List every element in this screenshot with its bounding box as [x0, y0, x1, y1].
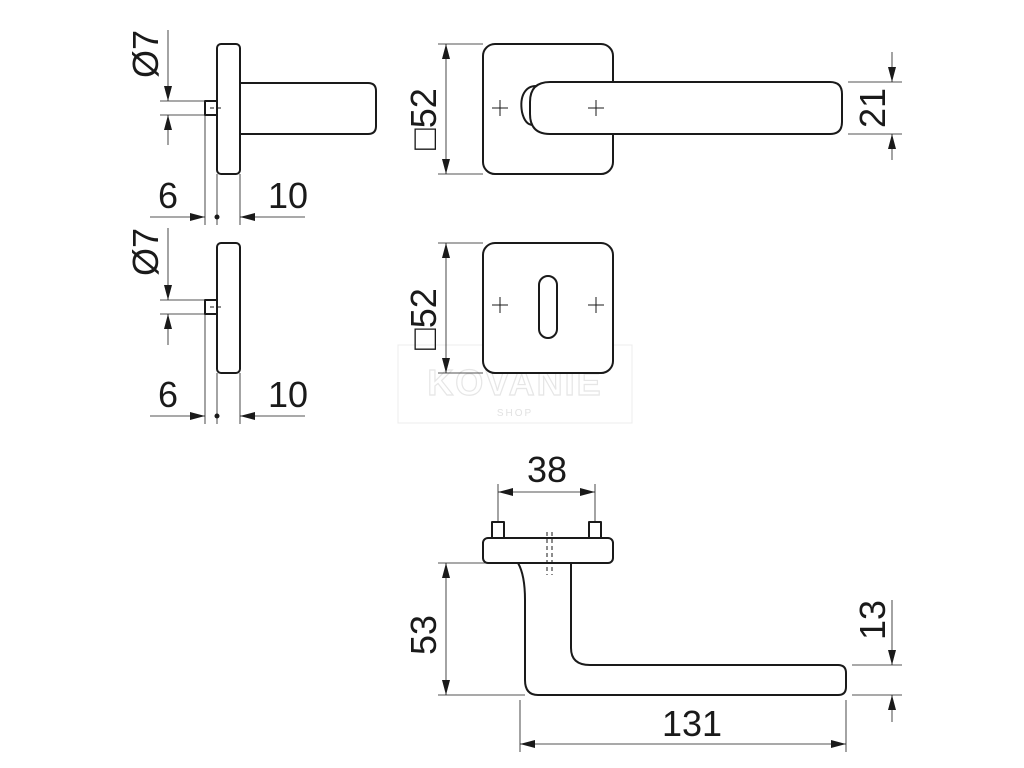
front-view-keyhole: □52 [403, 242, 614, 374]
side-view-handle: Ø7 6 10 [125, 30, 377, 225]
arrow-h21-bottom [888, 134, 896, 149]
arrow-sq52-top [442, 44, 450, 59]
bottom-rose-base [482, 537, 614, 564]
dim-dot-top [214, 214, 220, 220]
watermark-sub: SHOP [497, 408, 533, 419]
side-view-keyhole: Ø7 6 10 [125, 228, 308, 424]
dim-spacing: 38 [527, 449, 567, 490]
arrow-dia2-top [164, 285, 172, 300]
arrow-dia-top [164, 86, 172, 101]
dim-depth: 53 [403, 615, 444, 655]
arrow-6-bottom [190, 412, 205, 420]
bottom-pin-right [588, 521, 602, 539]
dim-10-top: 10 [268, 175, 308, 216]
bottom-pin-left [491, 521, 505, 539]
arrow-dia-bottom [164, 115, 172, 130]
bottom-view-lever: 38 53 13 131 [403, 449, 902, 752]
arrow-38-right [580, 488, 595, 496]
bottom-lever-body [517, 562, 847, 696]
dim-dot-bottom [214, 413, 220, 419]
front-screw-right [588, 100, 604, 116]
dim-10-bottom: 10 [268, 374, 308, 415]
dim-6-top: 6 [158, 175, 178, 216]
arrow-53-bottom [442, 680, 450, 695]
keyhole-slot [538, 275, 558, 339]
side-key-rose-plate [216, 242, 241, 374]
dim-rose-square-keyhole: □52 [403, 288, 444, 350]
side-rose-plate [216, 43, 241, 175]
arrow-38-left [498, 488, 513, 496]
front-screw-left [492, 100, 508, 116]
dim-grip-thickness: 13 [852, 600, 893, 640]
arrow-sq52-bottom [442, 159, 450, 174]
dim-diameter-top: Ø7 [125, 30, 166, 78]
front-handle-lever [529, 81, 843, 135]
dim-rose-square-handle: □52 [403, 88, 444, 150]
arrow-131-right [831, 740, 846, 748]
arrow-6-top [190, 213, 205, 221]
arrow-13-top [888, 650, 896, 665]
arrow-dia2-bottom [164, 314, 172, 329]
front-view-handle: □52 21 [403, 43, 902, 175]
keyhole-screw-right [588, 297, 604, 313]
dim-diameter-bottom: Ø7 [125, 228, 166, 276]
arrow-sq52b-bottom [442, 358, 450, 373]
dim-grip-height: 21 [852, 88, 893, 128]
dim-6-bottom: 6 [158, 374, 178, 415]
dim-length: 131 [662, 703, 722, 744]
arrow-10-bottom [240, 412, 255, 420]
arrow-131-left [520, 740, 535, 748]
arrow-10-top [240, 213, 255, 221]
arrow-53-top [442, 563, 450, 578]
keyhole-screw-left [492, 297, 508, 313]
side-handle-neck [239, 82, 377, 135]
arrow-13-bottom [888, 695, 896, 710]
arrow-sq52b-top [442, 243, 450, 258]
arrow-h21-top [888, 67, 896, 82]
